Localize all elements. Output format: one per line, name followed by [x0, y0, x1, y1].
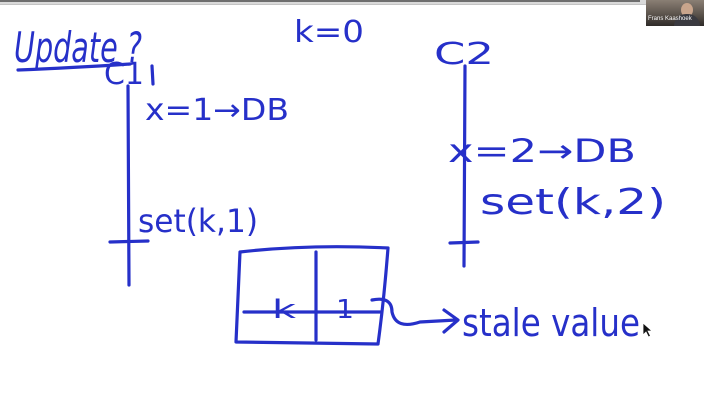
arrow-cursor-icon [642, 322, 654, 338]
participant-head [681, 3, 693, 17]
stale-value-annotation: stale value [462, 301, 640, 345]
client1-timeline [126, 84, 131, 287]
arrow-head-icon [442, 308, 460, 334]
title-underline [16, 62, 132, 72]
client2-step2: set(k,2) [480, 182, 666, 223]
client1-timeline-end [108, 239, 150, 244]
participant-name-label: Frans Kaashoek [648, 16, 692, 22]
participant-body [674, 14, 700, 26]
client1-step1: x=1→DB [145, 93, 289, 128]
client1-label: C1 [104, 57, 144, 92]
screen-share-top-bar [0, 0, 704, 5]
cache-key: k [272, 295, 296, 325]
cache-value: 1 [336, 295, 354, 325]
cache-box-outline [234, 245, 390, 346]
client2-timeline-end [448, 240, 480, 245]
participant-video-thumbnail[interactable]: Frans Kaashoek [646, 0, 704, 26]
screen-share-accent-line [0, 0, 640, 2]
client1-tick-mark [150, 64, 155, 86]
client2-timeline [462, 64, 467, 268]
client1-step2: set(k,1) [138, 202, 258, 240]
stale-value-arrow [370, 297, 458, 326]
client2-step1: x=2→DB [448, 132, 636, 170]
initial-value: k=0 [294, 15, 364, 50]
